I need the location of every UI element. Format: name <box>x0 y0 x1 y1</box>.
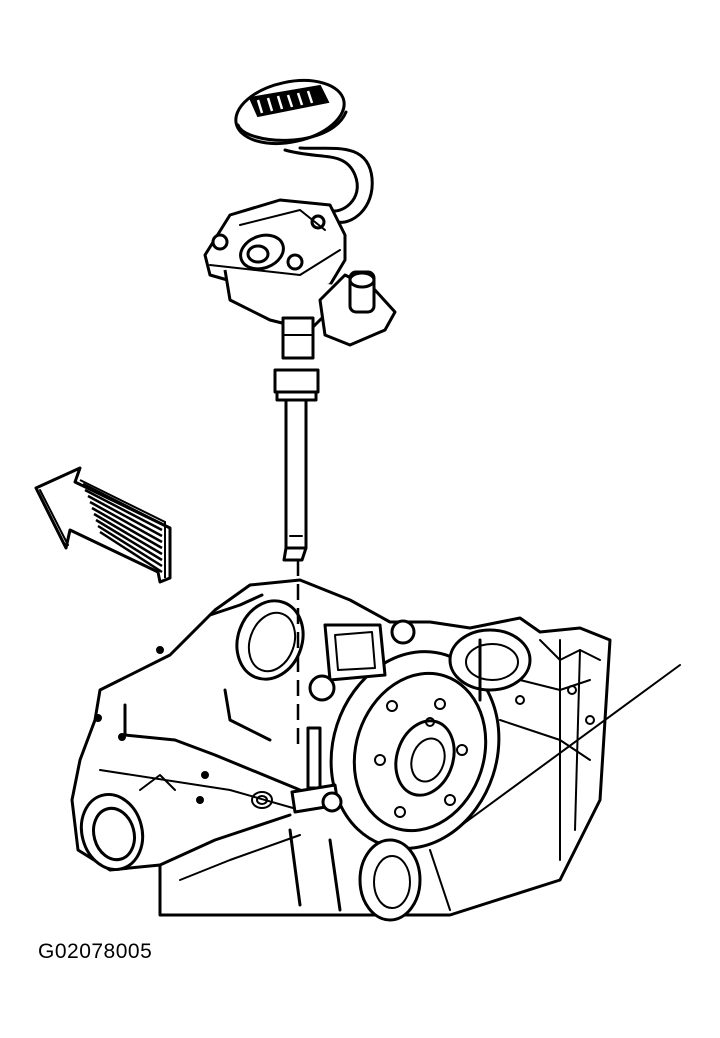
engine-block <box>70 578 681 922</box>
oil-pump-assembly <box>203 79 397 562</box>
front-direction-arrow <box>34 466 172 584</box>
figure-code-label: G02078005 <box>38 940 153 963</box>
